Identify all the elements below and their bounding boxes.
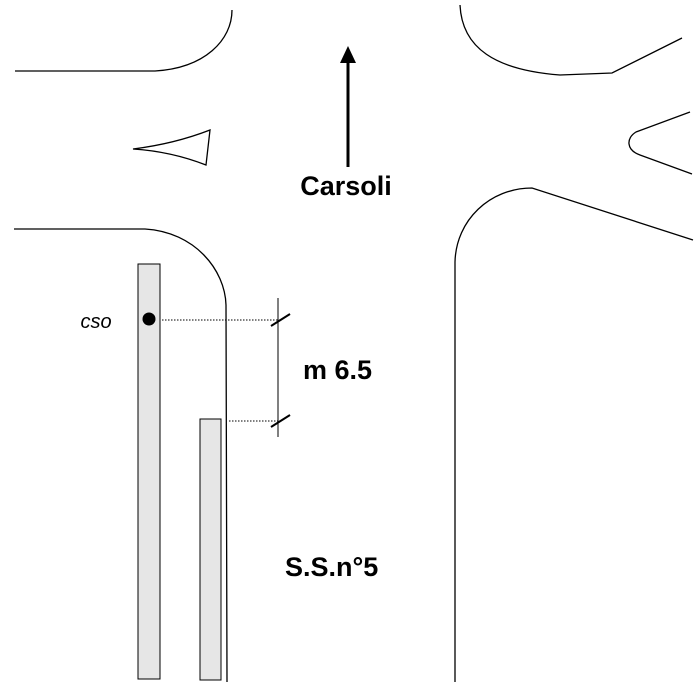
dimension-tick-bottom (270, 414, 291, 428)
distance-label: m 6.5 (303, 355, 372, 385)
road-edge-bottom-right (454, 187, 694, 682)
traffic-island-right (628, 111, 693, 175)
dimension-tick-top (270, 313, 291, 327)
traffic-island-left (132, 129, 211, 166)
grey-strip-long (137, 263, 161, 680)
direction-arrow-head (340, 46, 356, 63)
road-edge-bottom-left (14, 228, 228, 683)
station-point (142, 312, 156, 326)
road-edge-top-left (15, 9, 233, 72)
grey-strip-short (199, 418, 222, 681)
road-edge-top-right (459, 4, 683, 76)
road-label: S.S.n°5 (285, 552, 378, 582)
direction-label: Carsoli (300, 171, 392, 201)
station-label: CSO (80, 311, 111, 333)
